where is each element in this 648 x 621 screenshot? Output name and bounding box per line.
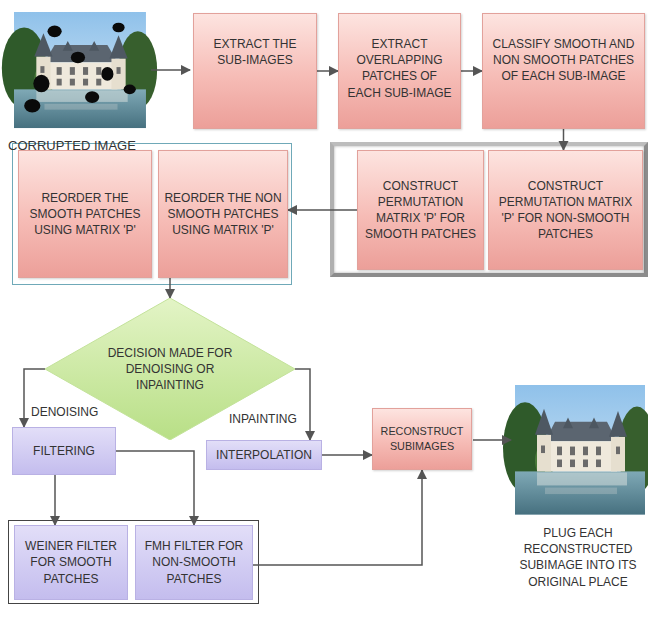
box-text: EXTRACT OVERLAPPING PATCHES OF EACH SUB-… [344, 36, 455, 101]
corruption-blob [124, 85, 136, 95]
box-text: CONSTRUCT PERMUTATION MATRIX 'P' FOR NON… [494, 178, 637, 243]
flow-arrow [54, 475, 56, 525]
process-box: EXTRACT OVERLAPPING PATCHES OF EACH SUB-… [338, 13, 461, 129]
flow-arrow [169, 278, 171, 298]
flow-arrow [253, 470, 422, 565]
corruption-blob [71, 52, 85, 64]
corrupted-image [2, 12, 157, 128]
process-box: RECONSTRUCT SUBIMAGES [372, 408, 472, 470]
flow-arrow [295, 369, 310, 440]
flow-arrow [288, 209, 357, 211]
process-box: CONSTRUCT PERMUTATION MATRIX 'P' FOR NON… [488, 150, 643, 270]
output-arrow [473, 439, 511, 441]
corruption-blob [101, 67, 113, 81]
flow-arrow [322, 454, 372, 456]
castle-picture [503, 385, 648, 515]
flow-arrow [317, 70, 338, 72]
restored-image [503, 385, 648, 515]
box-text: DECISION MADE FOR DENOISING OR INPAINTIN… [107, 345, 233, 394]
box-text: FILTERING [18, 443, 110, 459]
box-text: FMH FILTER FOR NON-SMOOTH PATCHES [141, 538, 247, 587]
corruption-blob [85, 91, 99, 103]
input-arrow [151, 69, 190, 71]
image-caption: CORRUPTED IMAGE [8, 137, 158, 155]
box-text: WEINER FILTER FOR SMOOTH PATCHES [20, 538, 122, 587]
box-text: INTERPOLATION [212, 447, 316, 463]
corruption-blob [33, 75, 49, 92]
filter-box: FILTERING [12, 427, 116, 475]
process-box: EXTRACT THE SUB-IMAGES [193, 13, 317, 129]
flow-arrow [461, 70, 482, 72]
branch-label: DENOISING [30, 405, 99, 419]
process-box: CONSTRUCT PERMUTATION MATRIX 'P' FOR SMO… [357, 150, 484, 270]
process-box: CLASSIFY SMOOTH AND NON SMOOTH PATCHES O… [482, 13, 645, 129]
filter-box: FMH FILTER FOR NON-SMOOTH PATCHES [135, 525, 253, 600]
process-box: REORDER THE NON SMOOTH PATCHES USING MAT… [158, 150, 288, 278]
box-text: CONSTRUCT PERMUTATION MATRIX 'P' FOR SMO… [363, 178, 478, 243]
box-text: CLASSIFY SMOOTH AND NON SMOOTH PATCHES O… [488, 36, 639, 85]
filter-box: INTERPOLATION [206, 440, 322, 470]
image-caption: PLUG EACH RECONSTRUCTED SUBIMAGE INTO IT… [510, 525, 646, 590]
corruption-blob [24, 99, 40, 113]
corruption-blob [112, 23, 124, 33]
box-text: EXTRACT THE SUB-IMAGES [199, 36, 311, 68]
flow-arrow [116, 451, 194, 525]
box-text: REORDER THE SMOOTH PATCHES USING MATRIX … [24, 190, 146, 239]
process-box: REORDER THE SMOOTH PATCHES USING MATRIX … [18, 150, 152, 278]
flow-arrow [563, 129, 565, 150]
castle-picture [2, 12, 157, 128]
filter-box: WEINER FILTER FOR SMOOTH PATCHES [14, 525, 128, 600]
branch-label: INPAINTING [228, 412, 298, 426]
box-text: REORDER THE NON SMOOTH PATCHES USING MAT… [164, 190, 282, 239]
box-text: RECONSTRUCT SUBIMAGES [378, 424, 466, 453]
corruption-blob [47, 26, 61, 38]
